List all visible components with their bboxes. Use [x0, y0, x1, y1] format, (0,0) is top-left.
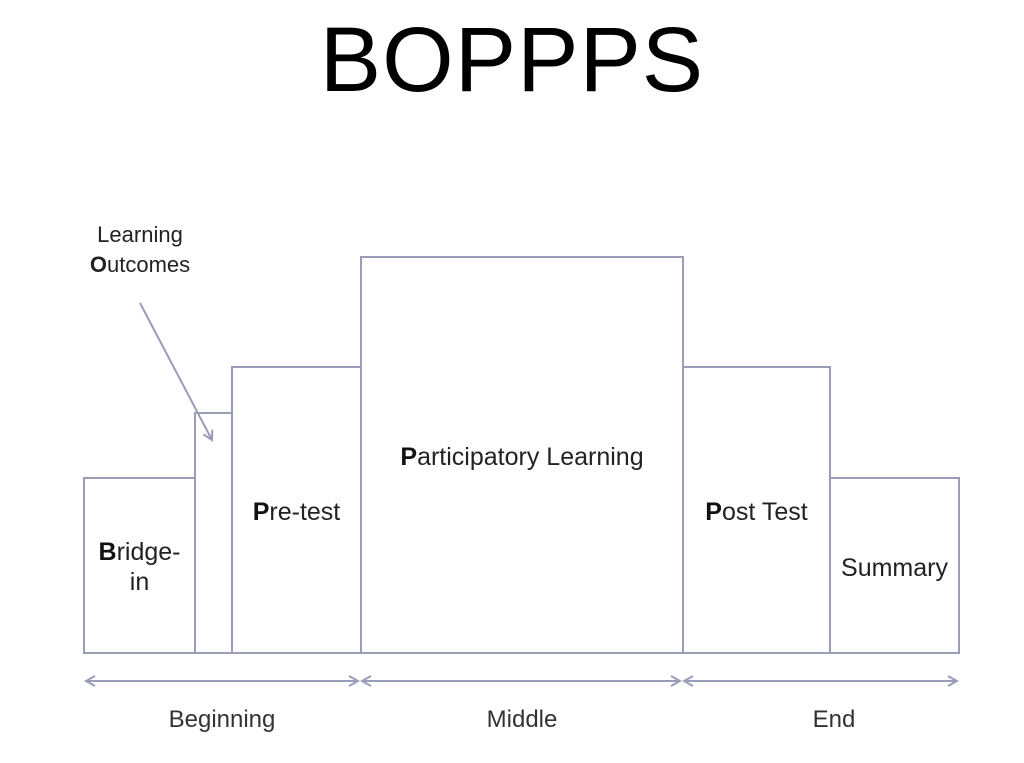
pre-test-initial: P [252, 498, 270, 526]
phase-beginning-label: Beginning [168, 706, 276, 733]
summary-block [829, 477, 960, 654]
phase-end-label: End [812, 706, 856, 733]
summary-text: Summary [841, 554, 948, 582]
learning-outcomes-pointer-arrow [139, 302, 212, 440]
learning-outcomes-label: Learning Outcomes [80, 220, 200, 280]
page-title: BOPPPS [319, 9, 705, 111]
bridge-in-block [83, 477, 196, 654]
summary-label: Summary [829, 553, 960, 583]
bridge-in-label: Bridge- in [83, 537, 196, 597]
bridge-in-text-line1: ridge- [116, 538, 181, 566]
bridge-in-initial: B [98, 538, 117, 566]
learning-outcomes-initial: O [89, 252, 107, 277]
post-test-block [682, 366, 831, 654]
pre-test-label: Pre-test [231, 497, 362, 527]
learning-outcomes-line1: Learning [97, 222, 183, 247]
participatory-learning-label: Participatory Learning [360, 442, 684, 472]
pre-test-block [231, 366, 362, 654]
bridge-in-text-line2: in [129, 568, 150, 596]
participatory-learning-block [360, 256, 684, 654]
learning-outcomes-block [194, 412, 233, 654]
participatory-learning-initial: P [400, 443, 418, 471]
participatory-learning-text: articipatory Learning [417, 443, 644, 471]
post-test-text: ost Test [721, 498, 808, 526]
phase-middle-label: Middle [486, 706, 558, 733]
learning-outcomes-line2: utcomes [106, 252, 191, 277]
post-test-label: Post Test [682, 497, 831, 527]
pre-test-text: re-test [269, 498, 341, 526]
post-test-initial: P [705, 498, 722, 526]
